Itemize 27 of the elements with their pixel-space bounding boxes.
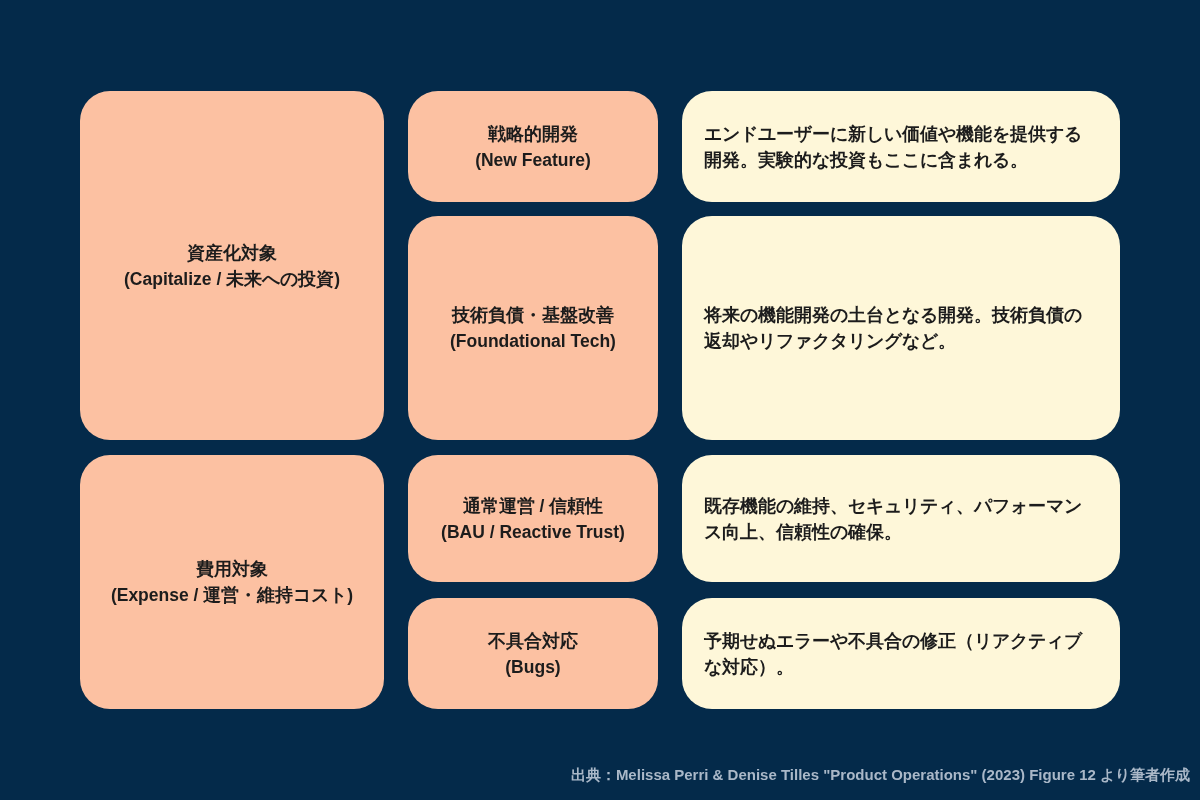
category-subtitle: (Foundational Tech): [450, 330, 616, 353]
category-panel: [80, 91, 384, 440]
category-subtitle: (BAU / Reactive Trust): [441, 520, 625, 544]
source-note: 出典：Melissa Perri & Denise Tilles "Product Operations" (2023) Figure 12 より筆者作成: [570, 766, 1190, 785]
category-subtitle: (Capitalize / 未来への投資): [124, 267, 340, 291]
category-subtitle: (Bugs): [505, 655, 561, 679]
category-subtitle: (New Feature): [475, 148, 591, 172]
category-title: 不具合対応: [488, 629, 578, 653]
subcategory-box: [408, 91, 658, 202]
description-card: [682, 216, 1120, 440]
subcategory-box: [408, 598, 658, 709]
description-card: [682, 455, 1120, 582]
category-panel: [80, 455, 384, 709]
description-card: [682, 91, 1120, 202]
category-title: 通常運営 / 信頼性: [462, 494, 604, 518]
subcategory-box: [408, 455, 658, 582]
description-text: エンドユーザーに新しい価値や機能を提供する開発。実験的な投資もここに含まれる。: [704, 122, 1083, 172]
description-text: 予期せぬエラーや不具合の修正（リアクティブな対応）。: [704, 629, 1084, 679]
category-subtitle: (Expense / 運営・維持コスト): [110, 584, 354, 607]
description-card: [682, 598, 1120, 709]
description-text: 将来の機能開発の土台となる開発。技術負債の返却やリファクタリングなど。: [704, 304, 1083, 353]
subcategory-box: [408, 216, 658, 440]
category-title: 資産化対象: [187, 241, 277, 265]
category-title: 費用対象: [196, 558, 268, 581]
category-title: 戦略的開発: [488, 122, 578, 146]
category-title: 技術負債・基盤改善: [452, 304, 614, 327]
description-text: 既存機能の維持、セキュリティ、パフォーマンス向上、信頼性の確保。: [704, 494, 1083, 544]
